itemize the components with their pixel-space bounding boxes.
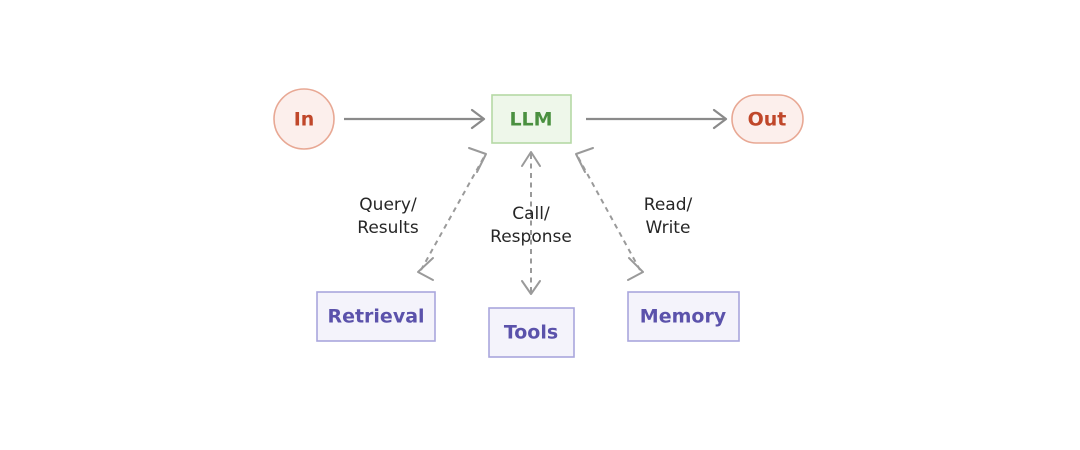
node-retrieval[interactable]: Retrieval (316, 291, 436, 342)
edge-label-query-results: Query/ Results (357, 195, 419, 238)
node-output-label: Out (748, 109, 787, 131)
edge-label-call-response-line1: Call/ (512, 204, 550, 224)
edge-label-read-write: Read/ Write (644, 195, 693, 238)
edge-llm-to-out (586, 108, 728, 130)
edge-in-to-llm (344, 108, 486, 130)
node-tools[interactable]: Tools (488, 307, 575, 358)
node-output[interactable]: Out (731, 94, 804, 144)
node-input[interactable]: In (273, 88, 335, 150)
node-memory-label: Memory (640, 306, 727, 328)
node-tools-label: Tools (504, 322, 558, 344)
edge-llm-memory (575, 147, 644, 281)
node-input-label: In (294, 109, 315, 131)
edge-label-call-response: Call/ Response (490, 204, 572, 247)
node-memory-shape (627, 291, 740, 342)
node-tools-shape (488, 307, 575, 358)
edge-label-query-results-line1: Query/ (359, 195, 417, 215)
node-llm-shape (491, 94, 572, 144)
node-input-shape (273, 88, 335, 150)
edge-label-call-response-line2: Response (490, 227, 572, 247)
edge-label-read-write-line1: Read/ (644, 195, 693, 215)
edge-label-read-write-line2: Write (646, 218, 691, 238)
edge-llm-retrieval (417, 147, 487, 281)
edge-llm-tools (521, 151, 541, 295)
node-memory[interactable]: Memory (627, 291, 740, 342)
node-retrieval-label: Retrieval (327, 306, 424, 328)
node-output-shape (731, 94, 804, 144)
node-llm[interactable]: LLM (491, 94, 572, 144)
node-llm-label: LLM (509, 109, 552, 131)
edge-label-query-results-line2: Results (357, 218, 419, 238)
node-retrieval-shape (316, 291, 436, 342)
